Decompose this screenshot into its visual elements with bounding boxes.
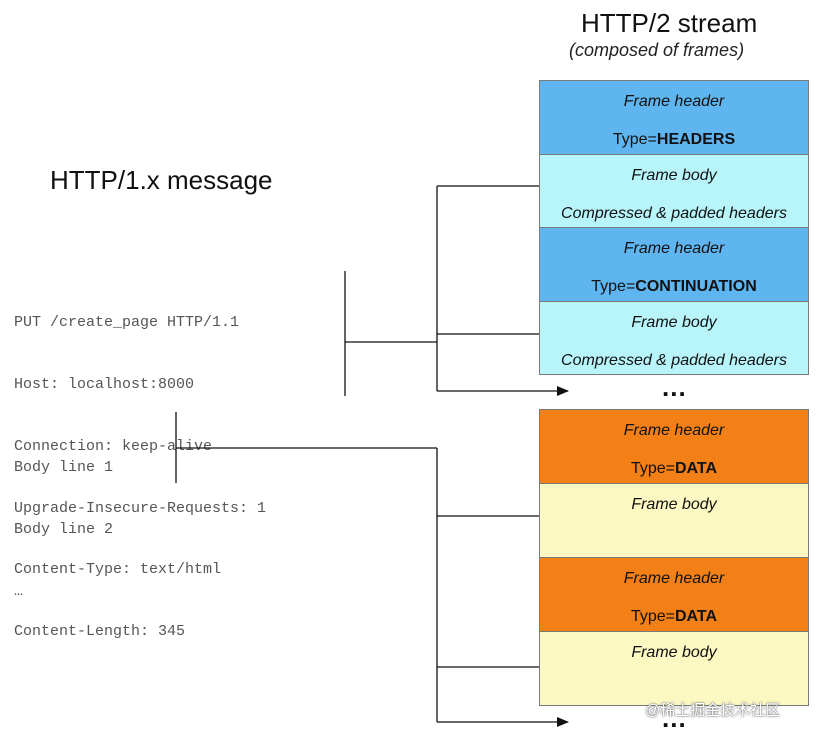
type-prefix: Type= (591, 278, 636, 295)
frame-label: Frame body (631, 314, 717, 331)
frame-continuation-header: Frame header Type=CONTINUATION (539, 227, 809, 302)
header-line: Connection: keep-alive (14, 437, 213, 455)
headers-block: PUT /create_page HTTP/1.1 Host: localhos… (14, 272, 266, 663)
ellipsis-1: ... (662, 372, 687, 402)
frame-description: Compressed & padded headers (561, 352, 787, 369)
frame-data-body-2: Frame body (539, 631, 809, 706)
type-value: DATA (674, 460, 718, 477)
frame-type: Type=HEADERS (540, 131, 808, 149)
type-value: HEADERS (656, 131, 736, 148)
type-value: DATA (674, 608, 718, 625)
frame-label: Frame body (631, 167, 717, 184)
type-value: CONTINUATION (635, 278, 757, 295)
frame-headers-header: Frame header Type=HEADERS (539, 80, 809, 155)
frame-label: Frame header (623, 570, 725, 587)
watermark: @稀土掘金技术社区 (645, 702, 781, 719)
frame-label: Frame header (623, 93, 725, 110)
frame-type: Type=DATA (540, 608, 808, 626)
type-prefix: Type= (612, 131, 657, 148)
frame-label: Frame header (623, 422, 725, 439)
header-line: PUT /create_page HTTP/1.1 (14, 314, 240, 332)
type-prefix: Type= (630, 608, 675, 625)
frame-continuation-body: Frame body Compressed & padded headers (539, 301, 809, 375)
body-line: Body line 2 (14, 520, 114, 538)
stream-title: HTTP/2 stream (581, 8, 758, 38)
frame-label: Frame header (623, 240, 725, 257)
frame-headers-body: Frame body Compressed & padded headers (539, 154, 809, 228)
ellipsis-2: ... (662, 703, 687, 733)
body-line: … (14, 582, 24, 600)
header-line: Host: localhost:8000 (14, 375, 195, 393)
frame-label: Frame body (631, 644, 717, 661)
body-line: Body line 1 (14, 459, 114, 477)
frame-description: Compressed & padded headers (561, 205, 787, 222)
frame-data-header-1: Frame header Type=DATA (539, 409, 809, 484)
message-title: HTTP/1.x message (50, 165, 273, 195)
frame-data-header-2: Frame header Type=DATA (539, 557, 809, 632)
body-block: Body line 1 Body line 2 … (14, 417, 113, 623)
header-line: Content-Type: text/html (14, 561, 222, 579)
stream-subtitle: (composed of frames) (569, 40, 745, 60)
type-prefix: Type= (630, 460, 675, 477)
header-line: Upgrade-Insecure-Requests: 1 (14, 499, 267, 517)
header-line: Content-Length: 345 (14, 623, 186, 641)
frame-type: Type=CONTINUATION (540, 278, 808, 296)
frame-label: Frame body (631, 496, 717, 513)
frame-data-body-1: Frame body (539, 483, 809, 558)
frame-type: Type=DATA (540, 460, 808, 478)
